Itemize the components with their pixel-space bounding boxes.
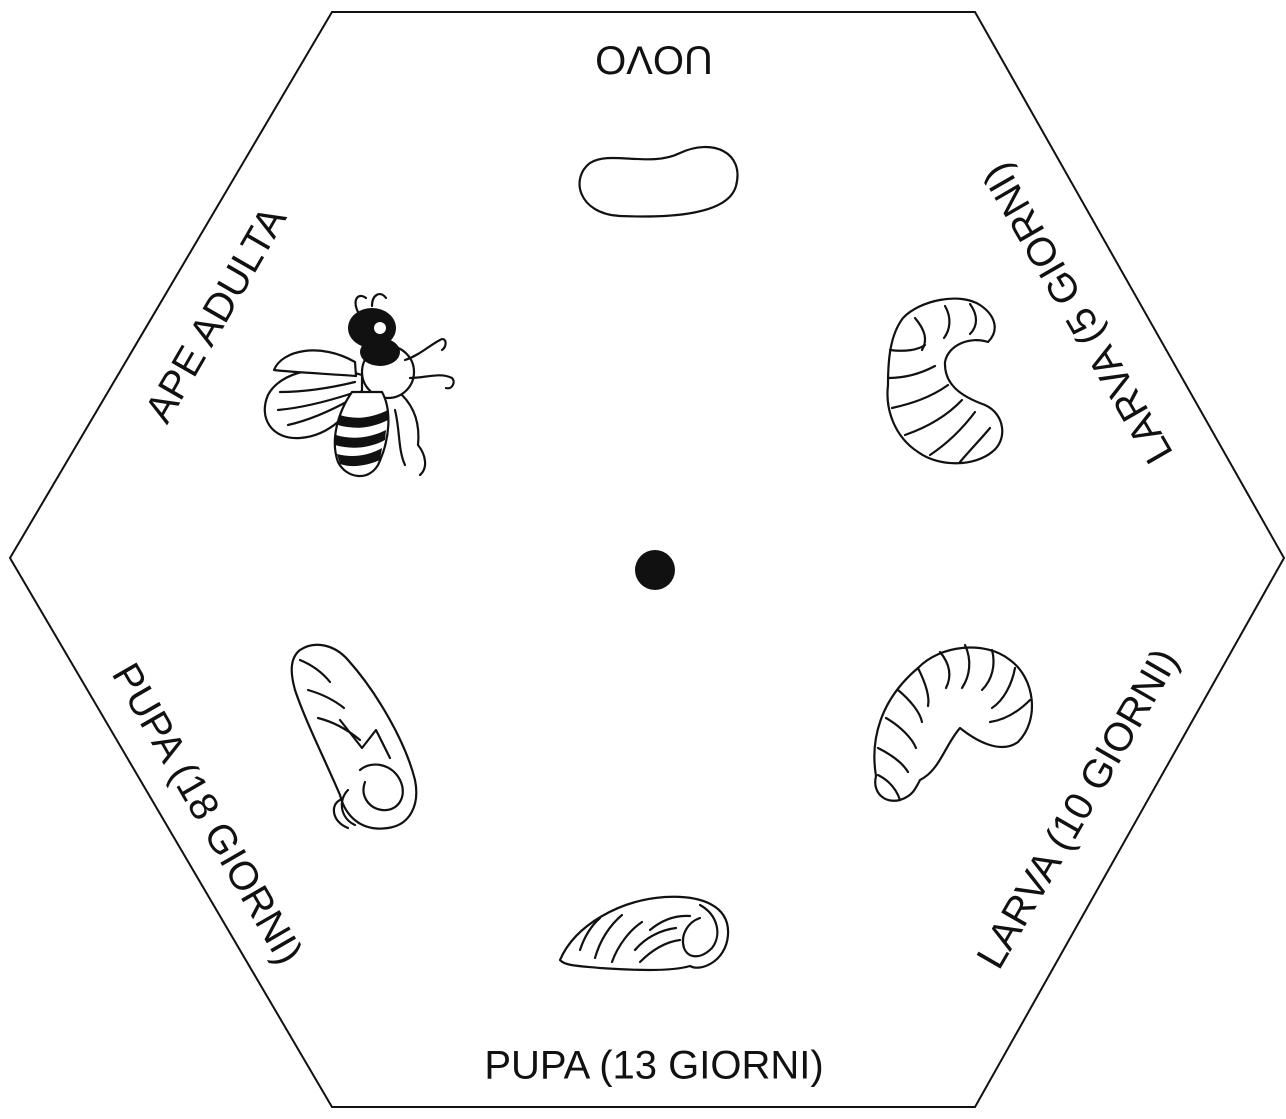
stage-label-larva-5-days: LARVA (5 GIORNI): [974, 156, 1181, 471]
pupa-18-days-icon: [292, 645, 417, 829]
stage-label-egg: UOVO: [595, 37, 713, 81]
pupa-13-days-icon: [560, 897, 728, 970]
stage-label-pupa-13-days: PUPA (13 GIORNI): [484, 1044, 823, 1088]
larva-5-days-icon: [887, 299, 1002, 464]
center-pivot-dot: [635, 550, 675, 590]
larva-10-days-icon: [874, 645, 1032, 801]
adult-bee-icon: [265, 294, 454, 476]
egg-icon: [580, 147, 738, 216]
stage-label-pupa-18-days: PUPA (18 GIORNI): [103, 656, 311, 972]
